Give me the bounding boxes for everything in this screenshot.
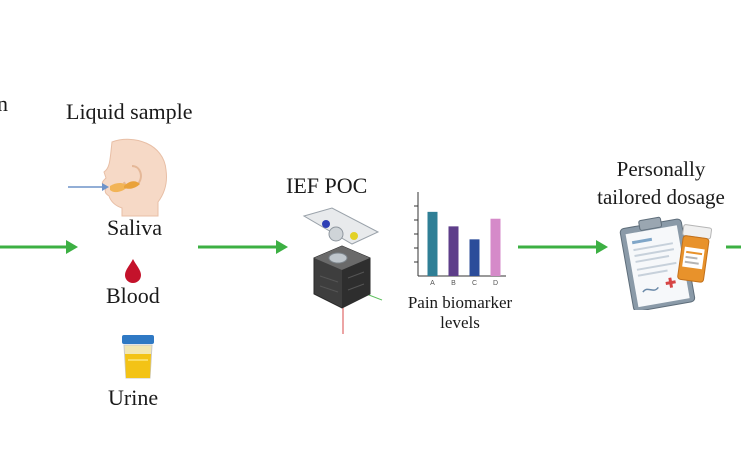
biomarker-bar-chart: A B C D — [414, 192, 506, 287]
arrow-into-sample — [0, 240, 78, 254]
arrow-sample-to-device — [198, 240, 288, 254]
bar-b — [448, 226, 459, 276]
biomarker-caption-line1: Pain biomarker — [407, 293, 513, 312]
output-title-line2: tailored dosage — [597, 185, 725, 209]
bar-c — [469, 239, 480, 276]
device-title: IEF POC — [286, 173, 368, 198]
tick-label-a: A — [430, 280, 435, 287]
biomarker-caption-line2: levels — [440, 313, 480, 332]
tick-label-d: D — [493, 280, 498, 287]
urine-cup-icon — [122, 335, 154, 379]
tick-label-b: B — [451, 280, 456, 287]
output-title-line1: Personally — [616, 157, 706, 181]
sample-title: Liquid sample — [66, 99, 193, 124]
tick-label-c: C — [472, 280, 477, 287]
ief-poc-device-icon — [302, 207, 383, 334]
sample-saliva-label: Saliva — [107, 215, 162, 240]
left-text-fragment: n — [0, 91, 8, 116]
arrow-biomarker-to-dosage — [518, 240, 608, 254]
prescription-clipboard-icon — [619, 216, 713, 310]
bar-a — [427, 211, 438, 276]
blood-drop-icon — [125, 259, 141, 283]
sample-blood-label: Blood — [106, 283, 160, 308]
face-saliva-icon — [68, 138, 167, 217]
bar-d — [490, 218, 501, 276]
sample-urine-label: Urine — [108, 385, 159, 410]
arrow-out-right — [726, 245, 741, 249]
